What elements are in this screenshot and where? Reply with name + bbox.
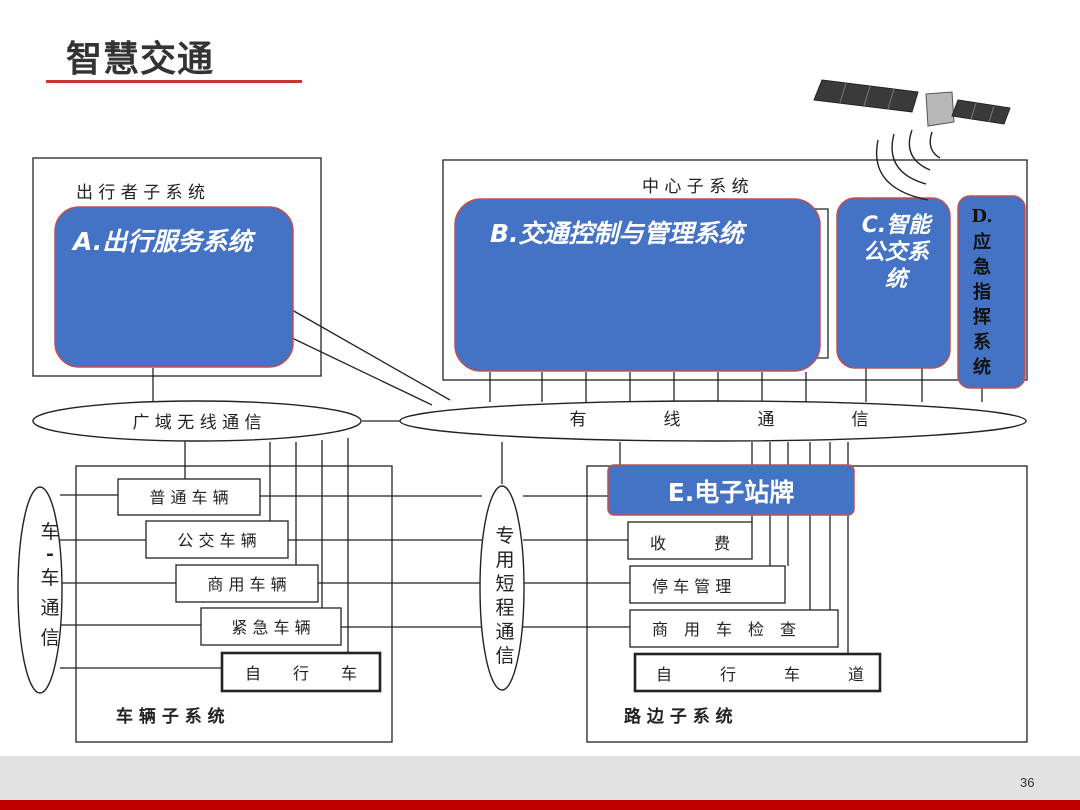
ordinary-vehicle-label: 普 通 车 辆 [149,488,228,507]
v2v-label-4: 通 [40,597,59,619]
e-stop-sign-box [607,464,855,516]
emergency-label-3: 急 [973,256,991,278]
emergency-label-5: 挥 [973,306,991,328]
travel-service-system-box [54,206,294,368]
bus-vehicle-label: 公 交 车 辆 [177,531,256,550]
center-subsystem-frame [442,159,1028,381]
e-stop-sign-label: E.电子站牌 [668,478,795,507]
dsrc-label-2: 用 [495,549,514,571]
toll-box [627,521,753,560]
emergency-label-6: 系 [973,332,991,353]
v2v-label-1: 车 [40,521,59,543]
commercial-vehicle-box [175,564,319,603]
dsrc-label-6: 信 [495,645,514,667]
traffic-control-system-box [454,198,821,372]
parking-management-box [629,565,786,604]
satellite-icon [813,79,1011,201]
bicycle-label: 自 行 车 [245,664,357,683]
travel-service-system-label: A.出行服务系统 [71,227,256,256]
traveler-subsystem-title: 出 行 者 子 系 统 [76,183,205,203]
footer-red-strip [0,800,1080,810]
emergency-label-1: D. [971,206,992,227]
smart-bus-system-label-3: 统 [885,266,911,292]
bus-vehicle-box [145,520,289,559]
traffic-control-system-label: B.交通控制与管理系统 [490,219,748,248]
bicycle-lane-box [633,652,882,693]
bicycle-lane-label: 自 行 车 道 [656,665,864,684]
traveler-subsystem-frame [32,157,322,377]
commercial-vehicle-inspection-label: 商 用 车 检 查 [652,620,796,639]
parking-management-label: 停 车 管 理 [652,577,731,596]
v2v-communication-ellipse [17,486,63,694]
footer-band [0,756,1080,800]
commercial-vehicle-label: 商 用 车 辆 [207,575,286,594]
title-underline [46,80,302,83]
ordinary-vehicle-box [117,478,261,516]
v2v-label-5: 信 [40,627,59,649]
v2v-label-3: 车 [40,567,59,589]
emergency-vehicle-label: 紧 急 车 辆 [231,618,310,637]
page-title: 智慧交通 [66,39,215,80]
smart-bus-system-label-2: 公交系 [863,239,931,265]
center-subsystem-title: 中 心 子 系 统 [642,177,749,197]
smart-bus-system-box [836,197,951,369]
wired-label-3: 通 [758,410,775,430]
wired-label-4: 信 [852,410,869,430]
wired-communication-ellipse [399,400,1027,442]
emergency-label-4: 指 [973,281,991,303]
vehicle-subsystem-title: 车 辆 子 系 统 [116,706,225,727]
wide-area-wireless-label: 广 域 无 线 通 信 [132,413,261,433]
vehicle-subsystem-frame [75,465,393,743]
emergency-label-2: 应 [973,231,991,253]
emergency-command-system-box [957,195,1026,389]
toll-label: 收 费 [650,534,730,553]
page-number: 36 [1020,775,1035,790]
smart-bus-system-label-1: C.智能 [862,212,934,238]
dsrc-label-3: 短 [495,573,514,595]
bicycle-box [220,651,382,693]
wide-area-wireless-ellipse [32,400,362,442]
roadside-subsystem-title: 路 边 子 系 统 [624,706,733,727]
emergency-vehicle-box [200,607,342,646]
wired-label-1: 有 [570,410,587,430]
dsrc-label-4: 程 [495,597,514,619]
dsrc-label-5: 通 [495,621,514,643]
dsrc-label-1: 专 [495,525,514,547]
its-architecture-diagram: 出 行 者 子 系 统 中 心 子 系 统 车 辆 子 系 统 路 边 子 系 … [17,79,1028,743]
emergency-label-7: 统 [973,356,991,378]
v2v-label-2: - [46,543,54,565]
commercial-vehicle-inspection-box [629,609,839,648]
wired-label-2: 线 [664,410,681,430]
dsrc-ellipse [479,485,525,691]
